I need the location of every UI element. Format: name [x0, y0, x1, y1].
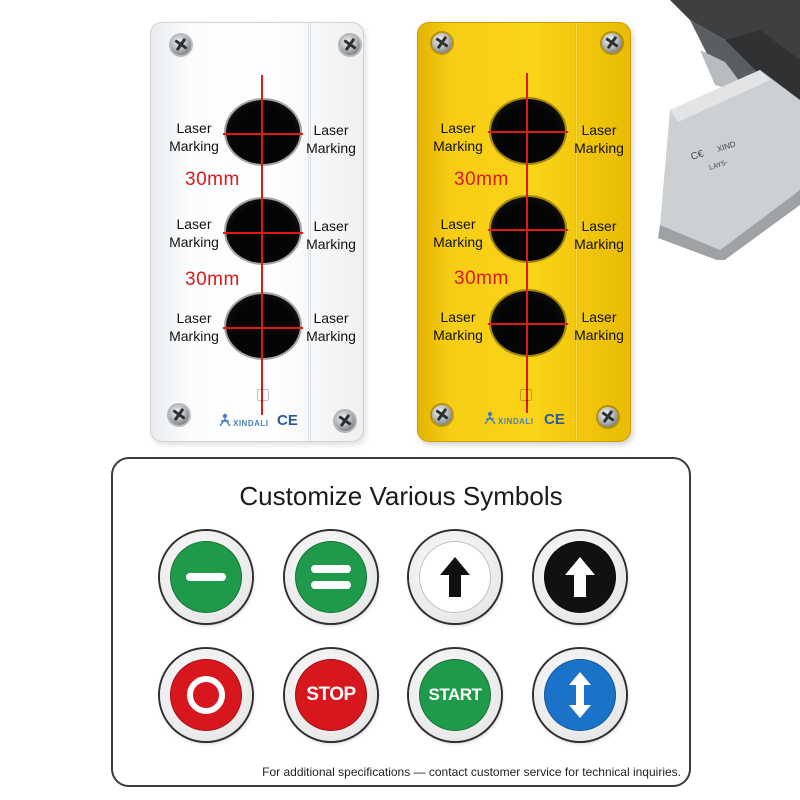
- lid-tab: [520, 389, 532, 401]
- symbol-up-arrow-white: [409, 531, 501, 623]
- screw-icon: [602, 33, 622, 53]
- laser-marking-label: Laser Marking: [433, 120, 483, 154]
- screw-icon: [171, 35, 191, 55]
- stop-label: STOP: [306, 684, 356, 705]
- screw-icon: [169, 405, 189, 425]
- symbol-equals: [285, 531, 377, 623]
- panel-title: Customize Various Symbols: [239, 481, 563, 511]
- symbol-up-down: [534, 649, 626, 741]
- crosshair-line: [488, 229, 568, 231]
- lid-divider: [575, 23, 578, 441]
- minus-icon: [170, 541, 242, 613]
- up-arrow-icon: [419, 541, 491, 613]
- laser-marking-label: Laser Marking: [433, 216, 483, 250]
- up-arrow-icon: [544, 541, 616, 613]
- laser-marking-label: Laser Marking: [574, 218, 624, 252]
- laser-marking-label: Laser Marking: [169, 310, 219, 344]
- laser-marking-label: Laser Marking: [306, 218, 356, 252]
- crosshair-line: [223, 327, 303, 329]
- crosshair-line: [488, 131, 568, 133]
- start-label: START: [428, 685, 482, 704]
- spacing-dimension: 30mm: [185, 169, 240, 190]
- equals-icon: [295, 541, 367, 613]
- lid-tab: [257, 389, 269, 401]
- screw-icon: [598, 407, 618, 427]
- svg-text:C€: C€: [690, 148, 706, 163]
- lid-divider: [308, 23, 311, 441]
- laser-marking-label: Laser Marking: [306, 122, 356, 156]
- product-photo-corner: C€ XIND LAY5-: [630, 0, 800, 260]
- panel-footnote: For additional specifications — contact …: [262, 765, 681, 779]
- brand-logo-icon: [484, 411, 496, 425]
- screw-icon: [432, 405, 452, 425]
- center-line: [261, 75, 263, 415]
- ring-icon: [170, 659, 242, 731]
- screw-icon: [432, 33, 452, 53]
- stop-face: STOP: [295, 659, 367, 731]
- laser-marking-label: Laser Marking: [169, 120, 219, 154]
- symbol-minus: [160, 531, 252, 623]
- ce-mark: CE: [277, 412, 298, 429]
- spacing-dimension: 30mm: [454, 169, 509, 190]
- symbol-start: START: [409, 649, 501, 741]
- brand-logo-icon: [219, 413, 231, 427]
- start-face: START: [419, 659, 491, 731]
- button-hole: [226, 199, 300, 263]
- symbols-panel: Customize Various Symbols STOP START: [111, 457, 691, 787]
- symbol-circle-red: [160, 649, 252, 741]
- brand-name: XINDALI: [498, 417, 534, 426]
- crosshair-line: [223, 133, 303, 135]
- white-enclosure: Laser Marking Laser Marking Laser Markin…: [150, 22, 364, 442]
- brand-name: XINDALI: [233, 419, 269, 428]
- laser-marking-label: Laser Marking: [433, 309, 483, 343]
- laser-marking-label: Laser Marking: [574, 122, 624, 156]
- symbol-up-arrow-black: [534, 531, 626, 623]
- symbol-stop: STOP: [285, 649, 377, 741]
- spacing-dimension: 30mm: [454, 268, 509, 289]
- up-down-arrow-icon: [544, 659, 616, 731]
- center-line: [526, 73, 528, 413]
- button-hole: [226, 294, 300, 358]
- screw-icon: [335, 411, 355, 431]
- button-hole: [226, 100, 300, 164]
- laser-marking-label: Laser Marking: [306, 310, 356, 344]
- spacing-dimension: 30mm: [185, 269, 240, 290]
- laser-marking-label: Laser Marking: [574, 309, 624, 343]
- crosshair-line: [223, 232, 303, 234]
- screw-icon: [340, 35, 360, 55]
- crosshair-line: [488, 323, 568, 325]
- yellow-enclosure: Laser Marking Laser Marking Laser Markin…: [417, 22, 631, 442]
- ce-mark: CE: [544, 411, 565, 428]
- laser-marking-label: Laser Marking: [169, 216, 219, 250]
